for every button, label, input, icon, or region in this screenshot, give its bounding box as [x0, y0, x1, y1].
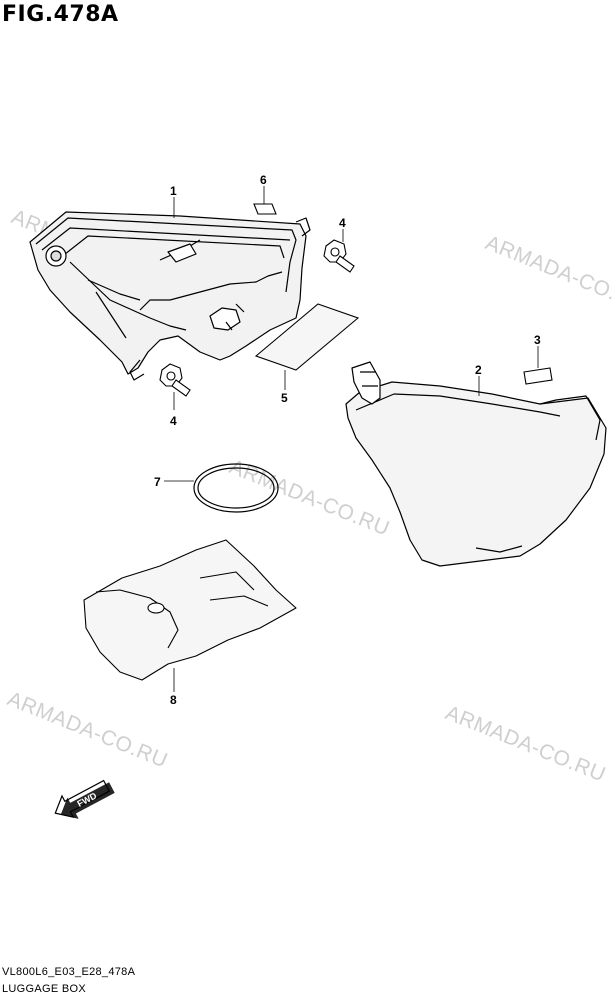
- part-pad-3: [523, 367, 553, 385]
- callout-2: 2: [475, 363, 482, 377]
- watermark-5: ARMADA-CO.RU: [442, 701, 609, 786]
- watermark-2: ARMADA-CO.RU: [482, 231, 612, 316]
- part-bolt-lower: [159, 363, 191, 397]
- callouts: 1 2 3 4 4 5 6 7 8: [154, 173, 541, 707]
- callout-5: 5: [281, 391, 288, 405]
- callout-7: 7: [154, 475, 161, 489]
- section-name: LUGGAGE BOX: [2, 983, 86, 995]
- part-bolt-upper: [323, 239, 355, 273]
- callout-4-lower: 4: [170, 414, 177, 428]
- part-ring-7: [193, 463, 279, 513]
- watermark-3: ARMADA-CO.RU: [226, 455, 393, 540]
- watermark-4: ARMADA-CO.RU: [4, 687, 171, 772]
- callout-1: 1: [170, 184, 177, 198]
- part-side-cover: [345, 361, 607, 567]
- fwd-arrow-icon: FWD: [54, 779, 115, 819]
- figure-title: FIG.478A: [2, 2, 119, 27]
- part-plate-6: [253, 203, 277, 215]
- part-cover-8: [83, 539, 297, 681]
- leader-lines: [164, 186, 539, 692]
- part-sheet-5: [254, 303, 360, 371]
- model-code: VL800L6_E03_E28_478A: [2, 966, 136, 978]
- callout-3: 3: [534, 333, 541, 347]
- callout-4-upper: 4: [339, 216, 346, 230]
- callout-8: 8: [170, 693, 177, 707]
- part-luggage-box: [29, 211, 311, 381]
- callout-6: 6: [260, 173, 267, 187]
